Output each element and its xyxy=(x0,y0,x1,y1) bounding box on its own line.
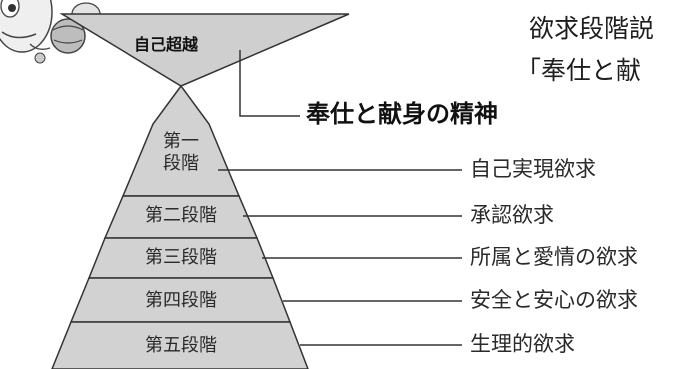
level-2-stage-label: 第二段階 xyxy=(145,205,217,226)
level-1-stage-line2: 段階 xyxy=(163,153,199,174)
top-funnel-label: 自己超越 xyxy=(134,35,199,54)
diagram-title-line-2: 「奉仕と献 xyxy=(516,56,642,85)
callout-text: 奉仕と献身の精神 xyxy=(306,100,498,128)
level-4-need-label: 安全と安心の欲求 xyxy=(470,288,638,312)
top-funnel-shape xyxy=(59,13,350,87)
level-4-stage-label: 第四段階 xyxy=(145,290,217,311)
callout-connector xyxy=(239,50,300,117)
level-1-stage-line1: 第一 xyxy=(163,131,199,152)
pyramid-level-5-shape xyxy=(51,321,309,369)
level-2-need-label: 承認欲求 xyxy=(470,203,554,227)
level-1-stage-label: 第一 段階 xyxy=(152,133,210,173)
level-5-need-label: 生理的欲求 xyxy=(470,332,575,356)
pyramid xyxy=(51,84,309,369)
level-1-need-label: 自己実現欲求 xyxy=(470,157,596,181)
level-3-stage-label: 第三段階 xyxy=(145,247,217,268)
diagram-title-line-1: 欲求段階説 xyxy=(529,14,655,43)
cartoon-character-icon xyxy=(0,0,101,64)
level-5-stage-label: 第五段階 xyxy=(145,335,217,356)
level-3-need-label: 所属と愛情の欲求 xyxy=(470,245,638,269)
